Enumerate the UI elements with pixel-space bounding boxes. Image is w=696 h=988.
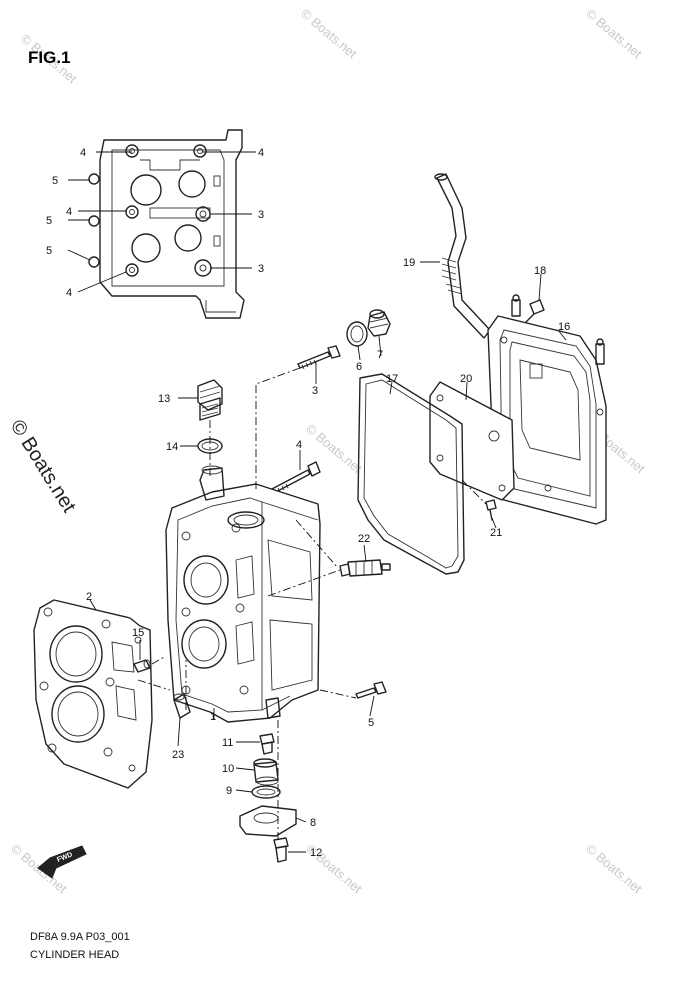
part-16-head-cover	[487, 294, 607, 525]
fwd-arrow: FWD	[37, 845, 87, 879]
callout-1: 1	[210, 711, 216, 723]
callout-17: 17	[386, 373, 398, 385]
callout-5: 5	[46, 245, 52, 257]
callout-5: 5	[46, 215, 52, 227]
part-20-plate	[429, 381, 515, 501]
part-11-bolt	[259, 733, 275, 755]
part-17-cover-gasket	[357, 373, 465, 575]
part-21-bolt	[485, 499, 497, 521]
callout-10: 10	[222, 763, 234, 775]
callout-12: 12	[310, 847, 322, 859]
callout-20: 20	[460, 373, 472, 385]
callout-7: 7	[377, 349, 383, 361]
callout-2: 2	[86, 591, 92, 603]
callout-9: 9	[226, 785, 232, 797]
part-13-oil-filler-cap	[197, 379, 223, 421]
callout-3: 3	[312, 385, 318, 397]
part-1-cylinder-head	[165, 465, 321, 723]
watermark-side-text: © Boats.net	[6, 416, 80, 517]
part-7-plug	[367, 309, 391, 337]
part-18-bolt	[525, 299, 545, 323]
part-19-breather-hose	[434, 173, 491, 339]
inset-bolt-layout	[88, 129, 245, 319]
watermark-text: © Boats.net	[303, 421, 365, 477]
figure-title: FIG.1	[28, 48, 71, 67]
callout-13: 13	[158, 393, 170, 405]
callout-15: 15	[132, 627, 144, 639]
callout-4: 4	[66, 206, 72, 218]
callout-8: 8	[310, 817, 316, 829]
callout-4: 4	[66, 287, 72, 299]
part-15-dowel-pin	[133, 659, 151, 673]
callout-16: 16	[558, 321, 570, 333]
model-code: DF8A 9.9A P03_001	[30, 931, 130, 943]
callout-4: 4	[258, 147, 264, 159]
callout-19: 19	[403, 257, 415, 269]
callout-21: 21	[490, 527, 502, 539]
part-5-bolt	[355, 681, 387, 699]
watermark-text: © Boats.net	[583, 6, 645, 62]
watermark-text: © Boats.net	[583, 841, 645, 897]
part-9-o-ring	[251, 785, 281, 799]
callout-4: 4	[296, 439, 302, 451]
part-3-bolt	[297, 345, 341, 370]
leader-lines	[67, 151, 567, 853]
part-4-bolt	[269, 461, 321, 495]
part-12-bolt	[273, 837, 289, 863]
callout-numbers: 4 4 5 4 5 3 5 3 4 19 18 16 6 7 17 20 3 1…	[46, 147, 570, 859]
callout-11: 11	[222, 737, 233, 749]
callout-14: 14	[166, 441, 178, 453]
part-23-pin	[173, 693, 191, 719]
part-10-collar	[253, 758, 279, 786]
callout-3: 3	[258, 209, 264, 221]
callout-3: 3	[258, 263, 264, 275]
callout-4: 4	[80, 147, 86, 159]
callout-5: 5	[52, 175, 58, 187]
part-2-head-gasket	[33, 599, 153, 789]
callout-18: 18	[534, 265, 546, 277]
callout-6: 6	[356, 361, 362, 373]
part-22-spark-plug	[339, 559, 391, 577]
diagram-caption: CYLINDER HEAD	[30, 949, 119, 961]
callout-22: 22	[358, 533, 370, 545]
watermark-text: © Boats.net	[298, 6, 360, 62]
part-6-o-ring	[346, 321, 368, 347]
callout-5: 5	[368, 717, 374, 729]
part-8-cap	[239, 805, 297, 837]
callout-23: 23	[172, 749, 184, 761]
